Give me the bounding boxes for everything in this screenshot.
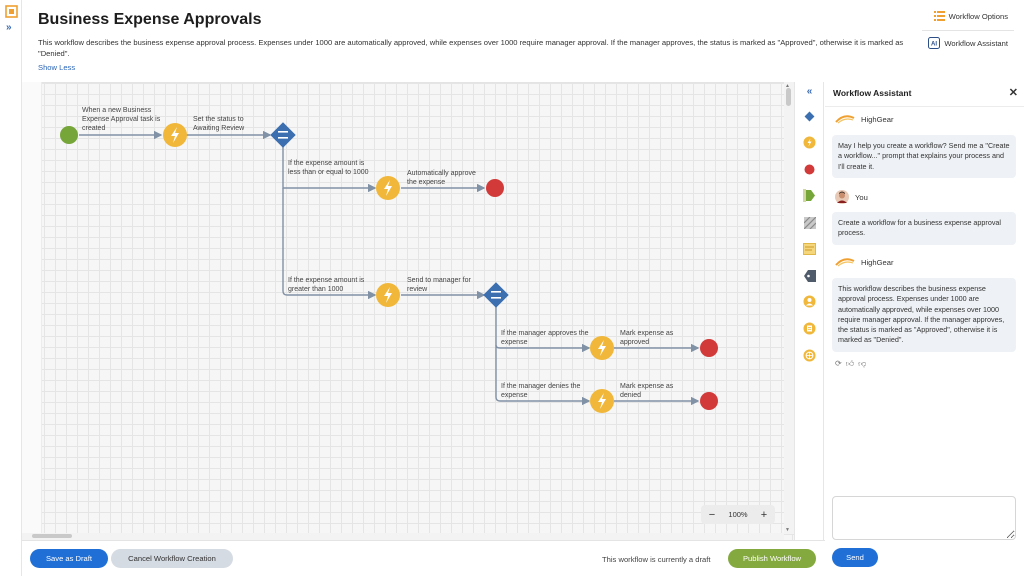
message-feedback: ⟳ 👍︎ 👎︎ bbox=[835, 359, 866, 369]
input-icon[interactable] bbox=[802, 188, 817, 203]
canvas-gutter bbox=[22, 82, 42, 540]
show-less-link[interactable]: Show Less bbox=[38, 63, 76, 72]
action-icon[interactable] bbox=[802, 135, 817, 150]
edge-cond2-deny bbox=[495, 345, 591, 406]
avatar bbox=[835, 190, 849, 204]
edge-cond-send bbox=[282, 188, 377, 300]
app-logo-icon[interactable] bbox=[5, 5, 18, 18]
condition-node-amount bbox=[270, 122, 296, 148]
action-node-set-status bbox=[163, 123, 187, 147]
workflow-assistant-label: Workflow Assistant bbox=[944, 38, 1008, 48]
action-node-mark-approved bbox=[590, 336, 614, 360]
assistant-title: Workflow Assistant bbox=[833, 88, 912, 98]
flow-label-start: When a new Business Expense Approval tas… bbox=[82, 107, 161, 132]
publish-workflow-button[interactable]: Publish Workflow bbox=[728, 549, 816, 568]
zoom-out-button[interactable]: − bbox=[708, 508, 716, 521]
chat-input[interactable] bbox=[832, 496, 1016, 540]
workflow-description: This workflow describes the business exp… bbox=[38, 38, 904, 58]
message-sender: HighGear bbox=[835, 115, 894, 124]
pattern-icon[interactable] bbox=[802, 215, 817, 230]
save-draft-button[interactable]: Save as Draft bbox=[30, 549, 108, 568]
flow-label-mark-approved: Mark expense as approved bbox=[620, 330, 674, 346]
assistant-divider bbox=[825, 106, 1024, 107]
horizontal-scroll-thumb[interactable] bbox=[32, 534, 72, 538]
workflow-assistant-panel: Workflow Assistant ✕ HighGear May I help… bbox=[825, 82, 1024, 576]
flow-label-cond-low: If the expense amount is less than or eq… bbox=[288, 160, 369, 176]
expand-rail-icon[interactable]: » bbox=[6, 22, 12, 33]
zoom-in-button[interactable]: + bbox=[760, 508, 768, 521]
message-bubble: Create a workflow for a business expense… bbox=[832, 212, 1016, 245]
canvas-horizontal-scrollbar[interactable] bbox=[22, 533, 784, 540]
end-icon[interactable] bbox=[802, 162, 817, 177]
end-node-approved bbox=[700, 339, 718, 357]
scroll-down-icon[interactable]: ▼ bbox=[785, 527, 790, 533]
end-node-denied bbox=[700, 392, 718, 410]
svg-text:AI: AI bbox=[931, 41, 937, 47]
zoom-control: − 100% + bbox=[701, 505, 775, 524]
sender-name: HighGear bbox=[861, 115, 894, 124]
workflow-canvas[interactable]: When a new Business Expense Approval tas… bbox=[22, 82, 794, 540]
start-node bbox=[60, 126, 78, 144]
person-icon[interactable] bbox=[802, 294, 817, 309]
flow-label-set-status: Set the status to Awaiting Review bbox=[193, 116, 245, 132]
canvas-vertical-scrollbar[interactable]: ▲ ▼ bbox=[784, 82, 794, 534]
page-title: Business Expense Approvals bbox=[38, 11, 262, 28]
cancel-workflow-button[interactable]: Cancel Workflow Creation bbox=[111, 549, 233, 568]
action-node-send-manager bbox=[376, 283, 400, 307]
regenerate-icon[interactable]: ⟳ bbox=[835, 359, 842, 368]
highgear-logo-icon bbox=[835, 115, 855, 124]
list-icon bbox=[933, 11, 945, 21]
collapse-palette-icon[interactable]: « bbox=[806, 86, 813, 97]
end-node-auto bbox=[486, 179, 504, 197]
flow-label-auto-approve: Automatically approve the expense bbox=[407, 170, 476, 186]
workflow-options-label: Workflow Options bbox=[948, 11, 1008, 21]
action-node-auto-approve bbox=[376, 176, 400, 200]
message-bubble: This workflow describes the business exp… bbox=[832, 278, 1016, 352]
header-divider bbox=[922, 30, 1014, 31]
highgear-logo-icon bbox=[835, 258, 855, 267]
workflow-options-button[interactable]: Workflow Options bbox=[933, 11, 1008, 21]
note-icon[interactable] bbox=[802, 241, 817, 256]
thumbs-up-icon[interactable]: 👍︎ bbox=[845, 359, 855, 368]
flow-label-mark-denied: Mark expense as denied bbox=[620, 383, 674, 399]
node-palette: « bbox=[794, 82, 824, 540]
zoom-level: 100% bbox=[728, 510, 748, 519]
tag-icon[interactable] bbox=[802, 268, 817, 283]
flow-label-cond-high: If the expense amount is greater than 10… bbox=[288, 277, 365, 293]
message-bubble: May I help you create a workflow? Send m… bbox=[832, 135, 1016, 178]
condition-node-manager bbox=[483, 282, 509, 308]
message-sender: HighGear bbox=[835, 258, 894, 267]
workflow-assistant-button[interactable]: AI Workflow Assistant bbox=[928, 37, 1008, 49]
sender-name: You bbox=[855, 192, 868, 202]
message-sender: You bbox=[835, 190, 868, 204]
sender-name: HighGear bbox=[861, 258, 894, 267]
vertical-scroll-thumb[interactable] bbox=[786, 88, 791, 106]
scroll-up-icon[interactable]: ▲ bbox=[785, 83, 790, 89]
document-icon[interactable] bbox=[802, 321, 817, 336]
footer-bar: Save as Draft Cancel Workflow Creation T… bbox=[22, 540, 825, 576]
flow-label-mgr-denies: If the manager denies the expense bbox=[501, 383, 581, 399]
thumbs-down-icon[interactable]: 👎︎ bbox=[858, 359, 867, 368]
condition-icon[interactable] bbox=[802, 109, 817, 124]
close-icon[interactable]: ✕ bbox=[1008, 87, 1018, 99]
workflow-diagram bbox=[60, 122, 718, 413]
action-node-mark-denied bbox=[590, 389, 614, 413]
flow-label-send-manager: Send to manager for review bbox=[407, 277, 471, 293]
draft-status-text: This workflow is currently a draft bbox=[602, 555, 711, 564]
globe-icon[interactable] bbox=[802, 348, 817, 363]
ai-assistant-icon: AI bbox=[928, 37, 941, 49]
flow-label-mgr-approves: If the manager approves the expense bbox=[501, 330, 589, 346]
left-rail: » bbox=[0, 0, 22, 576]
send-button[interactable]: Send bbox=[832, 548, 878, 567]
